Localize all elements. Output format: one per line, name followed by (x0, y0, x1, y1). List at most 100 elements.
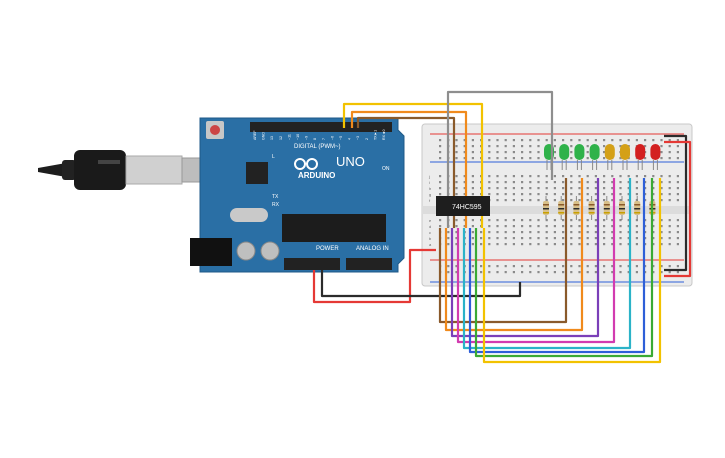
led-orange[interactable] (620, 144, 630, 170)
hole (529, 193, 532, 196)
atmega-chip (282, 214, 386, 242)
hole (578, 193, 581, 196)
hole (512, 265, 515, 268)
resistor[interactable] (603, 196, 610, 220)
hole (562, 231, 565, 234)
hole (521, 175, 524, 178)
hole (504, 265, 507, 268)
hole (471, 181, 474, 184)
hole (455, 157, 458, 160)
hole (668, 175, 671, 178)
wire-cyan-q4 (462, 178, 632, 350)
hole (455, 243, 458, 246)
led-red[interactable] (650, 144, 661, 170)
wire-blue-q5 (468, 178, 646, 354)
resistor[interactable] (573, 196, 580, 220)
led-orange[interactable] (604, 144, 615, 170)
hole (512, 243, 515, 246)
hole (603, 237, 606, 240)
hole (471, 145, 474, 148)
hole (553, 219, 556, 222)
hole (619, 237, 622, 240)
hole (594, 181, 597, 184)
hole (635, 237, 638, 240)
hole (471, 139, 474, 142)
resistor[interactable] (619, 196, 625, 220)
hole (570, 139, 573, 142)
hole (660, 175, 663, 178)
hole (553, 231, 556, 234)
hole (537, 231, 540, 234)
row-letter: f (429, 198, 431, 203)
arduino-board[interactable]: ARDUINO UNO DIGITAL (PWM~) POWER ANALOG … (190, 117, 405, 273)
hole (512, 225, 515, 228)
hole (480, 265, 483, 268)
hole (562, 265, 565, 268)
hole (586, 193, 589, 196)
hole (676, 219, 679, 222)
hole (660, 237, 663, 240)
hole (603, 139, 606, 142)
pin-label: 8 (313, 138, 317, 140)
hole (586, 181, 589, 184)
hole (594, 199, 597, 202)
hole (496, 271, 499, 274)
hole (668, 187, 671, 190)
hole (545, 219, 548, 222)
hole (644, 157, 647, 160)
led-green[interactable] (559, 144, 570, 170)
hole (635, 139, 638, 142)
hole (529, 145, 532, 148)
hole (512, 175, 515, 178)
hole (611, 237, 614, 240)
resistor[interactable] (634, 196, 641, 220)
hole (578, 219, 581, 222)
hole (594, 219, 597, 222)
hole (488, 145, 491, 148)
resistor[interactable] (588, 196, 595, 220)
pin-label: 12 (279, 136, 283, 140)
hole (619, 219, 622, 222)
model-label: UNO (336, 154, 365, 169)
resistor[interactable] (558, 196, 565, 220)
shift-register-chip[interactable]: 74HC595 (436, 196, 490, 216)
led-green[interactable] (589, 144, 600, 170)
hole (529, 199, 532, 202)
hole (635, 271, 638, 274)
led-green[interactable] (574, 144, 585, 170)
hole (455, 151, 458, 154)
hole (562, 219, 565, 222)
row-letter: c (429, 230, 431, 235)
hole (611, 271, 614, 274)
resistor[interactable] (543, 196, 549, 220)
hole (635, 265, 638, 268)
hole (537, 237, 540, 240)
reset-button[interactable] (210, 125, 220, 135)
hole (586, 145, 589, 148)
hole (439, 193, 442, 196)
hole (676, 181, 679, 184)
wire-green-q6 (474, 178, 654, 358)
hole (594, 139, 597, 142)
hole (570, 199, 573, 202)
hole (504, 181, 507, 184)
hole (480, 231, 483, 234)
hole (611, 139, 614, 142)
hole (578, 271, 581, 274)
hole (521, 243, 524, 246)
hole (676, 157, 679, 160)
hole (463, 187, 466, 190)
hole (463, 219, 466, 222)
hole (521, 237, 524, 240)
hole (471, 193, 474, 196)
hole (586, 225, 589, 228)
hole (676, 265, 679, 268)
hole (619, 271, 622, 274)
hole (562, 193, 565, 196)
row-letter: i (429, 180, 430, 185)
led-red[interactable] (635, 144, 646, 170)
hole (529, 139, 532, 142)
hole (676, 199, 679, 202)
